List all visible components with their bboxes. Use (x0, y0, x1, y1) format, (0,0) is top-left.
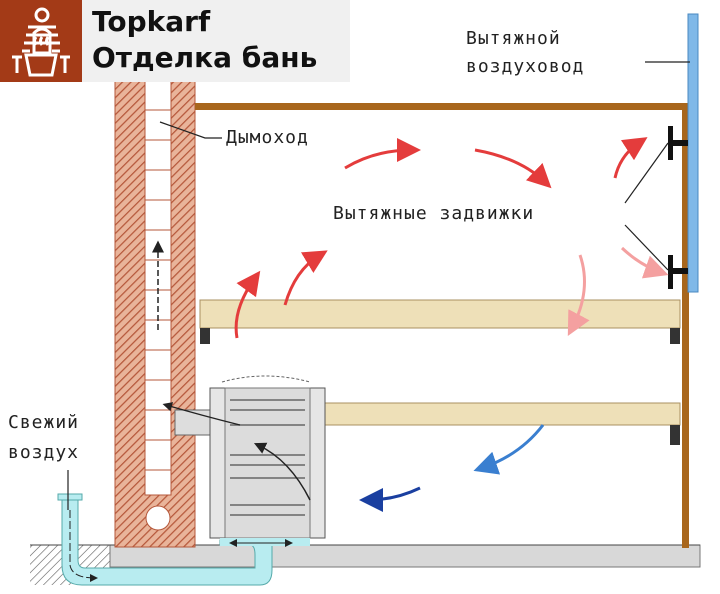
upper-shelf (199, 299, 681, 344)
hot-air-arrows (234, 137, 669, 339)
label-chimney: Дымоход (226, 127, 309, 148)
sauna-structure (195, 13, 699, 548)
label-exhaust-duct-2: воздуховод (466, 56, 584, 77)
sauna-stove (162, 375, 326, 539)
exhaust-damper-top (668, 126, 688, 160)
fresh-air-pipe (57, 493, 310, 586)
sauna-logo-icon (0, 0, 82, 82)
label-fresh-air-2: воздух (8, 442, 79, 463)
cold-air-arrows (359, 424, 545, 512)
label-exhaust-dampers: Вытяжные задвижки (333, 203, 534, 224)
label-fresh-air-1: Свежий (8, 412, 79, 433)
pointer-lines (67, 61, 690, 510)
logo-brand: Topkarf (92, 5, 211, 38)
exhaust-damper-bottom (668, 255, 688, 289)
logo-subtitle: Отделка бань (92, 41, 318, 74)
label-exhaust-duct-1: Вытяжной (466, 28, 561, 49)
lower-shelf (319, 402, 681, 445)
brick-chimney (114, 79, 196, 548)
logo: Topkarf Отделка бань (0, 0, 350, 82)
